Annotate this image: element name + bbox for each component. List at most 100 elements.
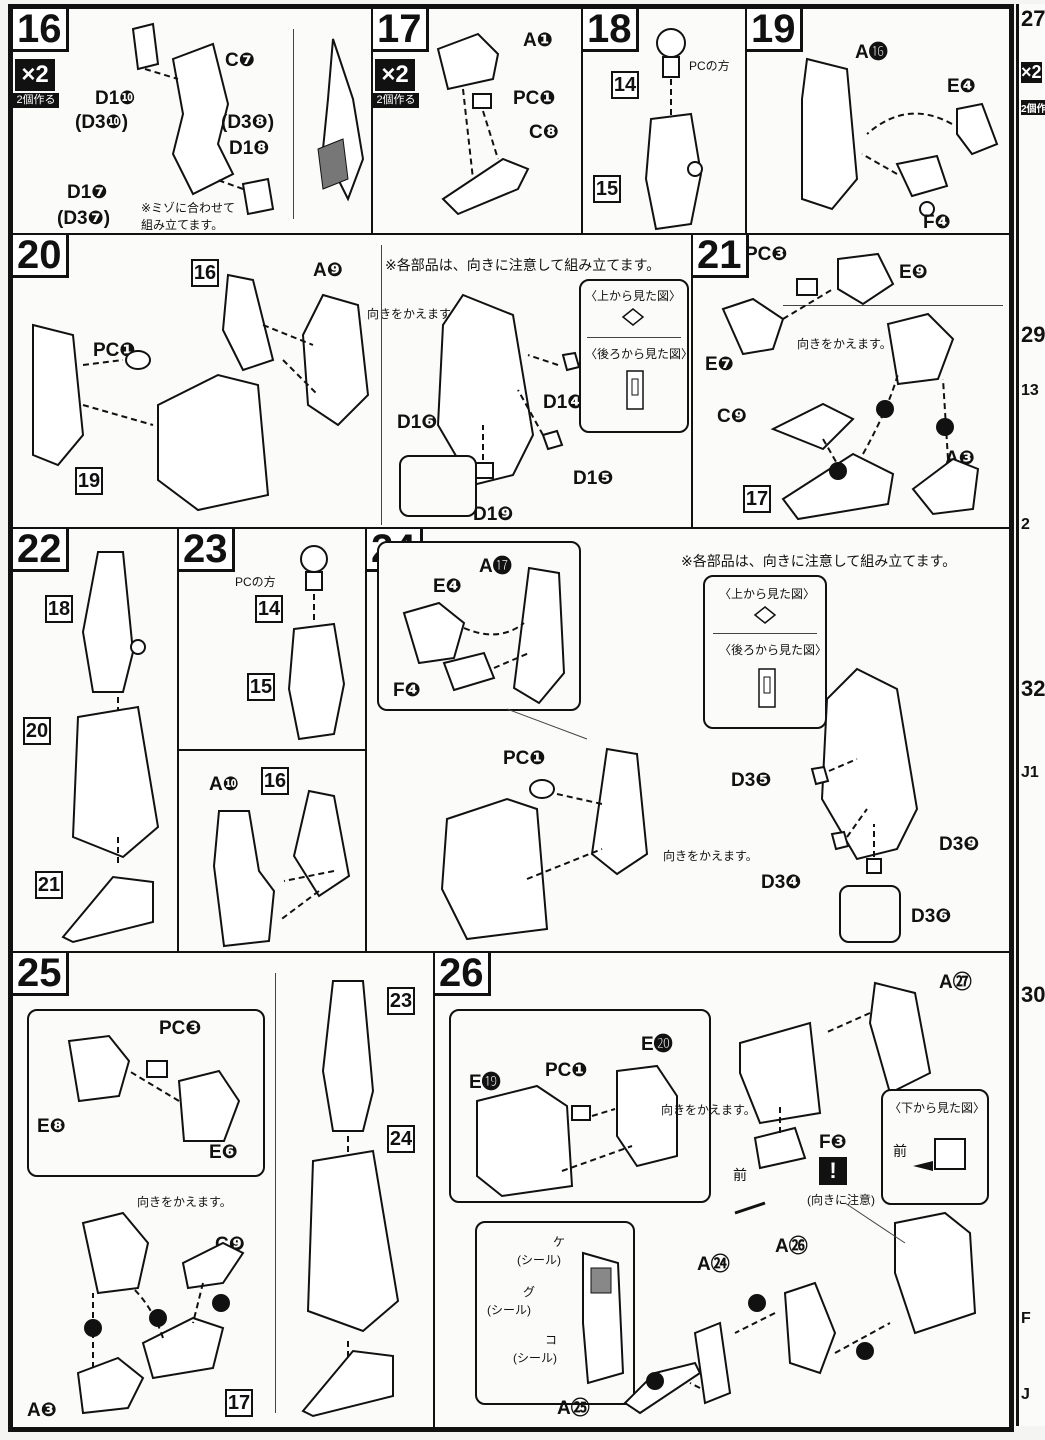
step-26-panel: 26 E⓳ PC❶ E⓴ 向きをかえます。 A㉗ F❸ ! (向きに注意) 前 [433, 951, 1011, 1429]
next-page-edge: 27 ×2 2個作 29 13 2 32 J1 30 F J [1016, 4, 1045, 1426]
turn-note: 向きをかえます。 [797, 337, 892, 351]
part-label: E⓴ [641, 1034, 673, 1055]
part-label: E⓳ [469, 1072, 501, 1093]
part-label: (D3❼) [57, 208, 111, 229]
view-inset [399, 455, 477, 517]
step-25-panel: 25 PC❸ E❽ E❻ 向きをかえます。 C❾ A❸ 17 [11, 951, 435, 1429]
step-17-panel: 17 ×2 2個作る A❶ PC❶ C❽ [371, 7, 583, 235]
assembly-illustration [440, 708, 649, 941]
part-illustration [801, 57, 999, 217]
sticker-inset: ケ (シール) グ (シール) コ (シール) [475, 1221, 635, 1405]
view-inset: 〈下から見た図〉 前 [881, 1089, 989, 1205]
edge-label: F [1021, 1310, 1031, 1327]
part-label: D3❻ [911, 906, 952, 927]
subassembly-ref: 17 [743, 485, 771, 513]
sticker-label: (シール) [513, 1351, 557, 1365]
part-label: A⓱ [479, 556, 512, 577]
step-number: 19 [747, 9, 803, 52]
part-label: (D3❽) [221, 112, 275, 133]
caution-icon: ! [819, 1157, 847, 1185]
subassembly-ref: 14 [255, 595, 283, 623]
part-label: A㉔ [697, 1254, 730, 1275]
step-20-panel: 20 16 A❾ PC❶ 19 向きをかえます。 ※各部品は、向きに注意して組み… [11, 233, 693, 529]
sticker-label: (シール) [517, 1253, 561, 1267]
part-label: PC❶ [545, 1060, 588, 1081]
top-view-icon [621, 308, 645, 326]
step-23-panel: 23 PCの方 14 15 [177, 527, 367, 751]
step-19-panel: 19 A⓰ E❹ F❹ [745, 7, 1011, 235]
step-number: 22 [13, 529, 69, 572]
part-label: A❿ [209, 774, 239, 795]
bottom-view-icon [913, 1138, 966, 1171]
assembly-illustration [623, 1202, 977, 1415]
part-label: C❼ [225, 50, 255, 71]
part-label: D1❼ [67, 182, 108, 203]
subassembly-ref: 16 [261, 767, 289, 795]
part-label: D1❽ [229, 138, 270, 159]
edge-badge: ×2 [1021, 62, 1042, 83]
part-label: E❾ [899, 262, 928, 283]
subassembly-ref: 14 [611, 71, 639, 99]
part-illustration [287, 545, 346, 741]
part-label: E❹ [433, 576, 462, 597]
subassembly-inset: PC❸ E❽ E❻ [27, 1009, 265, 1177]
part-label: F❹ [393, 680, 421, 701]
edge-step-number: 30 [1021, 982, 1045, 1007]
edge-ref: 2 [1021, 516, 1030, 533]
quantity-badge: ×2 [15, 59, 55, 91]
assembly-illustration [301, 980, 400, 1418]
part-illustration [67, 1034, 241, 1142]
quantity-note: 2個作る [373, 93, 419, 108]
subassembly-ref: 24 [387, 1125, 415, 1153]
part-label: E❽ [37, 1116, 66, 1137]
subassembly-ref: 15 [593, 175, 621, 203]
part-illustration [76, 1211, 245, 1415]
subassembly-ref: 20 [23, 717, 51, 745]
orientation-note: ※各部品は、向きに注意して組み立てます。 [681, 553, 957, 569]
step-number: 21 [693, 235, 749, 278]
part-illustration [212, 789, 351, 948]
part-label: D1❿ [95, 88, 136, 109]
quantity-note: 2個作る [13, 93, 59, 108]
step-18-panel: 18 PCの方 14 15 [581, 7, 747, 235]
sticker-mark: グ [523, 1285, 536, 1299]
step-24-panel: 24 A⓱ E❹ F❹ PC❶ ※各部品は、向きに注意して組み立てます。 向きを… [365, 527, 1011, 953]
instruction-sheet: 16 ×2 2個作る C❼ D1❿ (D3❿) (D3❽) D1❽ D1❼ (D… [8, 4, 1014, 1432]
back-view-icon [758, 668, 776, 708]
part-illustration [734, 981, 932, 1215]
part-label: D1❹ [543, 392, 584, 413]
subassembly-inset: A⓱ E❹ F❹ [377, 541, 581, 711]
part-label: E❼ [705, 354, 734, 375]
step-number: 23 [179, 529, 235, 572]
step-22-panel: 22 18 20 21 [11, 527, 179, 953]
step-number: 20 [13, 235, 69, 278]
edge-ref: 13 [1021, 382, 1039, 399]
part-illustration [402, 566, 566, 705]
view-top-label: 〈上から見た図〉 [585, 289, 682, 303]
part-label: A㉖ [775, 1236, 808, 1257]
assembly-illustration [436, 293, 581, 487]
part-label: D1❺ [573, 468, 614, 489]
pc-side-note: PCの方 [689, 59, 730, 73]
part-illustration [61, 551, 160, 944]
edge-step-number: 29 [1021, 322, 1045, 347]
part-illustration [721, 252, 980, 521]
turn-note: 向きをかえます。 [137, 1195, 232, 1209]
part-label: PC❶ [93, 340, 136, 361]
edge-step-number: 27 [1021, 6, 1045, 31]
part-label: A㉕ [557, 1398, 590, 1419]
part-illustration [644, 28, 703, 231]
part-label: C❾ [717, 406, 747, 427]
step-number: 18 [583, 9, 639, 52]
sticker-label: (シール) [487, 1303, 531, 1317]
step-21-panel: 21 PC❸ E❾ E❼ C❾ A❸ 17 向きをかえます。 [691, 233, 1011, 529]
assembly-note: ※ミゾに合わせて組み立てます。 [141, 201, 236, 232]
part-label: A❾ [313, 260, 343, 281]
detail-illustration [317, 38, 365, 202]
part-label: F❹ [923, 212, 951, 233]
subassembly-ref: 18 [45, 595, 73, 623]
orientation-note: ※各部品は、向きに注意して組み立てます。 [385, 257, 661, 273]
sticker-mark: ケ [553, 1235, 566, 1249]
front-label: 前 [733, 1167, 747, 1183]
part-label: PC❶ [513, 88, 556, 109]
